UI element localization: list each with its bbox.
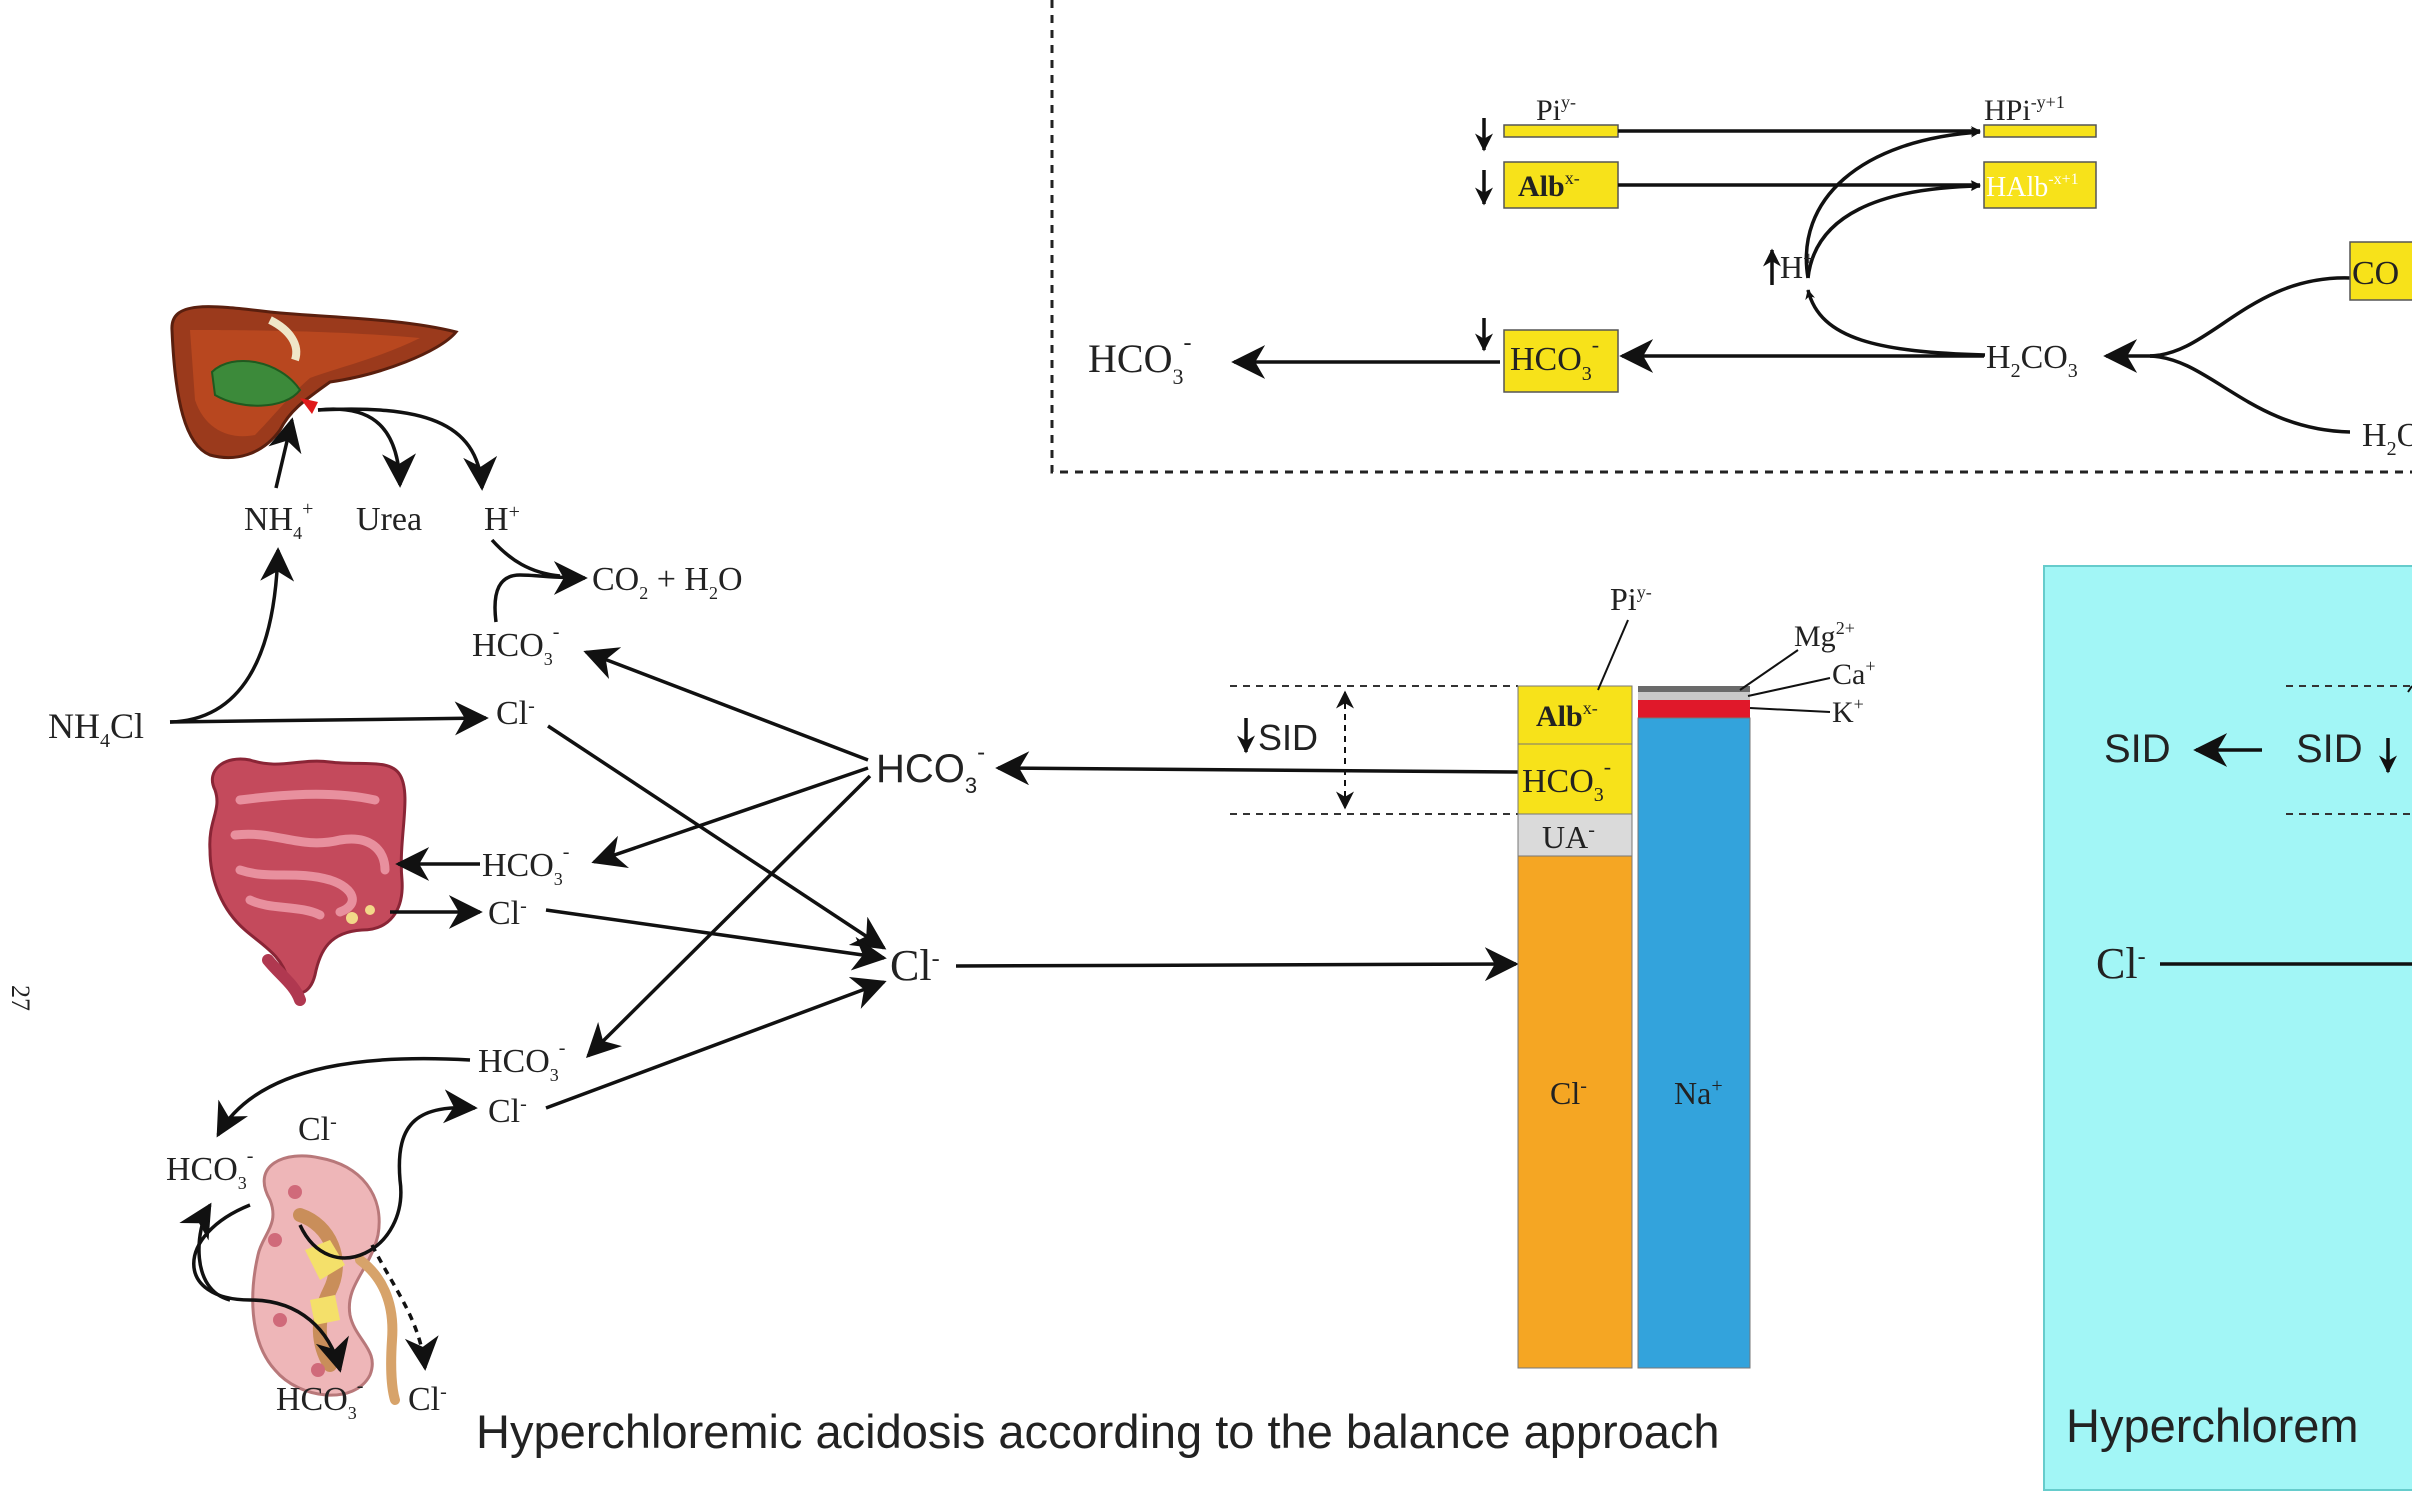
h-to-halb-arrow [1806, 181, 1981, 279]
plasma-hco3-to-center-arrow [995, 751, 1519, 786]
pi-leader-line [1597, 619, 1629, 691]
cl-excreted-label: Cl- [408, 1381, 447, 1418]
kidney-cl-to-center-arrow [545, 976, 887, 1110]
buffer-panel-border [1050, 0, 2412, 474]
gamblegram: SID Albx- HCO3- UA- Cl- Na+ Piy- Mg2+ Ca… [1230, 581, 1875, 1369]
h-to-hpi-arrow [1804, 127, 1981, 279]
cl-intestine-label: Cl- [488, 895, 527, 932]
alb-label: Albx- [1518, 168, 1580, 203]
cl-segment [1517, 855, 1633, 1369]
caption-right: Hyperchlorem [2066, 1399, 2359, 1452]
na-segment [1637, 717, 1751, 1369]
halb-box [1983, 161, 2097, 209]
right-sid-right-label: SID [2296, 727, 2363, 771]
caption-left: Hyperchloremic acidosis according to the… [476, 1405, 1720, 1458]
ua-segment [1517, 813, 1633, 857]
hco3-kidney-left-label: HCO3- [166, 1145, 253, 1193]
hpi-box [1983, 124, 2097, 138]
right-sid-left-label: SID [2104, 727, 2171, 771]
co2-to-h2co3-line [2149, 276, 2351, 358]
cl-liver-label: Cl- [496, 695, 535, 732]
hco3-segment-label: HCO3- [1522, 754, 1611, 806]
h2co3-to-h-arrow [1805, 289, 1986, 357]
right-sid-top-tick [2407, 685, 2412, 693]
h-label-left: H+ [484, 501, 520, 538]
co2-box [2349, 241, 2412, 301]
organ-flow: NH4Cl NH4+ Urea H+ CO2 + H2O HCO3- Cl- H… [48, 305, 1519, 1423]
ca-label: Ca+ [1832, 656, 1875, 691]
hco3-kidney-label: HCO3- [478, 1037, 565, 1085]
liver-cl-to-center-arrow [547, 724, 887, 950]
k-leader-line [1749, 707, 1831, 713]
liver-icon [170, 305, 459, 459]
hco3-out-label: HCO3- [1088, 330, 1191, 389]
kidney-cl-excretion-arrow [370, 1244, 439, 1371]
kidney-to-cl-arrow [298, 1089, 478, 1260]
nh4-label: NH4+ [244, 498, 313, 543]
cl-kidney-label: Cl- [488, 1093, 527, 1130]
halb-label: HAlb-x+1 [1986, 171, 2079, 203]
k-label: K+ [1832, 694, 1864, 729]
liver-to-urea-arrow [317, 407, 417, 488]
co2-label: CO [2352, 255, 2399, 292]
mg-leader-line [1739, 649, 1799, 691]
urea-label: Urea [356, 501, 422, 538]
co2-h2o-label: CO2 + H2O [592, 561, 743, 603]
hco3-box-label: HCO3- [1510, 332, 1599, 385]
kidney-hco3-up-arrow [179, 1202, 231, 1302]
strong-ion-panel: SID SID Cl- Hyperchlorem [2043, 565, 2412, 1491]
cl-kidney-top-label: Cl- [298, 1111, 337, 1148]
center-hco3-to-intestine-arrow [591, 766, 869, 868]
h-merge-line [490, 538, 561, 578]
nh4cl-label: NH4Cl [48, 706, 144, 752]
intestine-cl-to-center-arrow [545, 908, 887, 971]
na-segment-label: Na+ [1674, 1075, 1723, 1111]
ca-leader-line [1747, 677, 1831, 697]
gamble-pi-label: Piy- [1610, 581, 1652, 617]
hco3-box [1503, 329, 1619, 393]
alb-segment [1517, 685, 1633, 745]
h2co3-label: H2CO3 [1986, 339, 2078, 382]
center-hco3-label: HCO3- [876, 739, 985, 798]
hco3-excreted-label: HCO3- [276, 1375, 363, 1423]
hco3-intestine-label: HCO3- [482, 841, 569, 889]
nh4-to-liver-arrow [268, 417, 302, 489]
kidney-icon [251, 1154, 400, 1405]
hco3-to-kidney-arrow [216, 1056, 471, 1138]
nh4cl-to-cl-arrow [169, 701, 489, 736]
buffer-panel: Piy- HPi-y+1 Albx- HAlb-x+1 H+ HCO3- HCO… [1050, 0, 2412, 474]
pi-label: Piy- [1536, 92, 1576, 127]
center-cl-to-plasma-arrow [955, 947, 1519, 982]
center-cl-label: Cl- [890, 941, 940, 990]
mg-segment [1638, 686, 1750, 692]
hco3-liver-label: HCO3- [472, 621, 559, 669]
right-cl-label: Cl- [2096, 939, 2146, 988]
hpi-label: HPi-y+1 [1984, 92, 2065, 127]
h-label: H+ [1780, 248, 1814, 285]
h2o-to-h2co3-line [2149, 354, 2351, 434]
center-hco3-to-kidney-arrow [585, 774, 872, 1058]
center-hco3-to-liver-arrow [583, 647, 869, 762]
cl-segment-label: Cl- [1550, 1075, 1587, 1111]
ca-segment [1638, 692, 1750, 700]
liver-to-h-arrow [317, 407, 498, 491]
k-segment [1638, 700, 1750, 718]
ua-segment-label: UA- [1542, 819, 1595, 855]
cyan-panel-bg [2043, 565, 2412, 1491]
page-number: 27 [6, 985, 35, 1011]
h-hco3-to-co2-arrow [493, 560, 588, 623]
alb-segment-label: Albx- [1536, 698, 1598, 733]
hco3-segment [1517, 743, 1633, 815]
intestine-icon [208, 757, 407, 1006]
h2o-label: H2O [2362, 417, 2412, 460]
nh4cl-to-nh4-arrow [169, 547, 295, 724]
mg-label: Mg2+ [1794, 618, 1855, 653]
sid-label: SID [1258, 717, 1318, 758]
